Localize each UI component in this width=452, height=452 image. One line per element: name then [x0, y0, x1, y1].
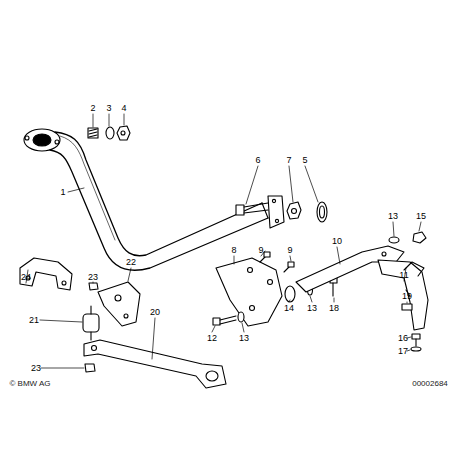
callout-number: 24: [21, 272, 31, 282]
front-pipe: [24, 129, 284, 270]
bracket: [98, 282, 140, 326]
callout-number: 22: [126, 257, 136, 267]
bracket: [20, 258, 72, 290]
callout-number: 5: [302, 155, 307, 165]
callout-number: 1: [60, 187, 65, 197]
callout-number: 23: [88, 272, 98, 282]
callout-number: 11: [399, 270, 408, 280]
callout-number: 2: [90, 103, 95, 113]
callout-number: 20: [150, 307, 160, 317]
callout-number: 13: [307, 303, 317, 313]
footer-text: © BMW AG: [9, 379, 50, 389]
callout-number: 7: [286, 155, 291, 165]
callout-number: 9: [258, 245, 263, 255]
callout-number: 12: [207, 333, 217, 343]
callout-number: 21: [29, 315, 39, 325]
callout-number: 19: [402, 291, 412, 301]
callout-number: 16: [398, 333, 408, 343]
callout-number: 10: [332, 236, 342, 246]
bracket: [216, 258, 282, 326]
callout-number: 9: [287, 245, 292, 255]
bushing: [285, 286, 295, 302]
callout-number: 17: [398, 346, 408, 356]
callout-number: 6: [255, 155, 260, 165]
callout-number: 18: [329, 303, 339, 313]
callout-number: 13: [239, 333, 249, 343]
footer-text: 00002684: [412, 379, 448, 389]
nut-gasket: [287, 202, 327, 222]
spring-washer-nut: [88, 126, 130, 140]
callout-number: 13: [388, 211, 398, 221]
callout-number: 14: [284, 303, 294, 313]
clamp: [378, 260, 428, 330]
callout-number: 8: [231, 245, 236, 255]
support-bracket: [84, 340, 226, 388]
leader-lines: [26, 114, 421, 368]
callout-number: 3: [106, 103, 111, 113]
bolt: [236, 203, 268, 215]
rubber-mount: [83, 314, 99, 332]
callout-number: 23: [31, 363, 41, 373]
callout-number: 4: [121, 103, 126, 113]
callout-number: 15: [416, 211, 426, 221]
